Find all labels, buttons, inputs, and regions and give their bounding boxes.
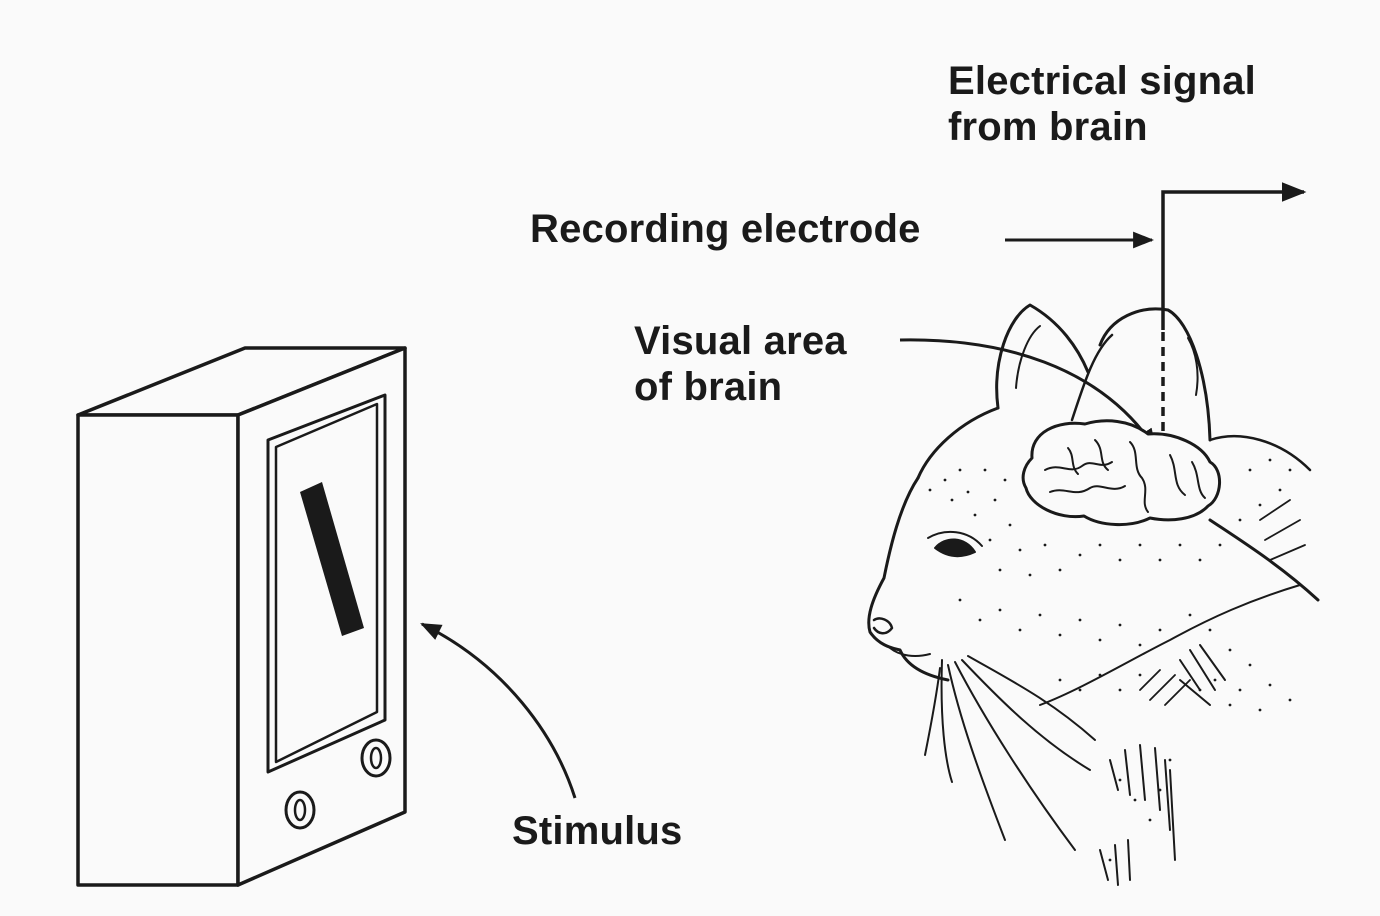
visual-area-arrow: [899, 338, 1157, 450]
label-electrical-signal-line1: Electrical signal: [948, 59, 1256, 103]
label-stimulus: Stimulus: [512, 809, 683, 853]
electrical-signal-arrow: [1161, 182, 1307, 330]
label-electrical-signal-line2: from brain: [948, 105, 1148, 149]
stimulus-display: [76, 346, 407, 887]
label-electrical-signal: Electrical signal from brain: [948, 58, 1256, 150]
stimulus-arrow: [420, 622, 577, 799]
label-visual-area-line1: Visual area: [634, 319, 847, 363]
label-recording-electrode: Recording electrode: [530, 207, 921, 251]
label-visual-area: Visual area of brain: [634, 318, 847, 410]
cat-head: [867, 303, 1320, 886]
label-visual-area-line2: of brain: [634, 365, 783, 409]
stimulus-bar: [300, 482, 364, 636]
